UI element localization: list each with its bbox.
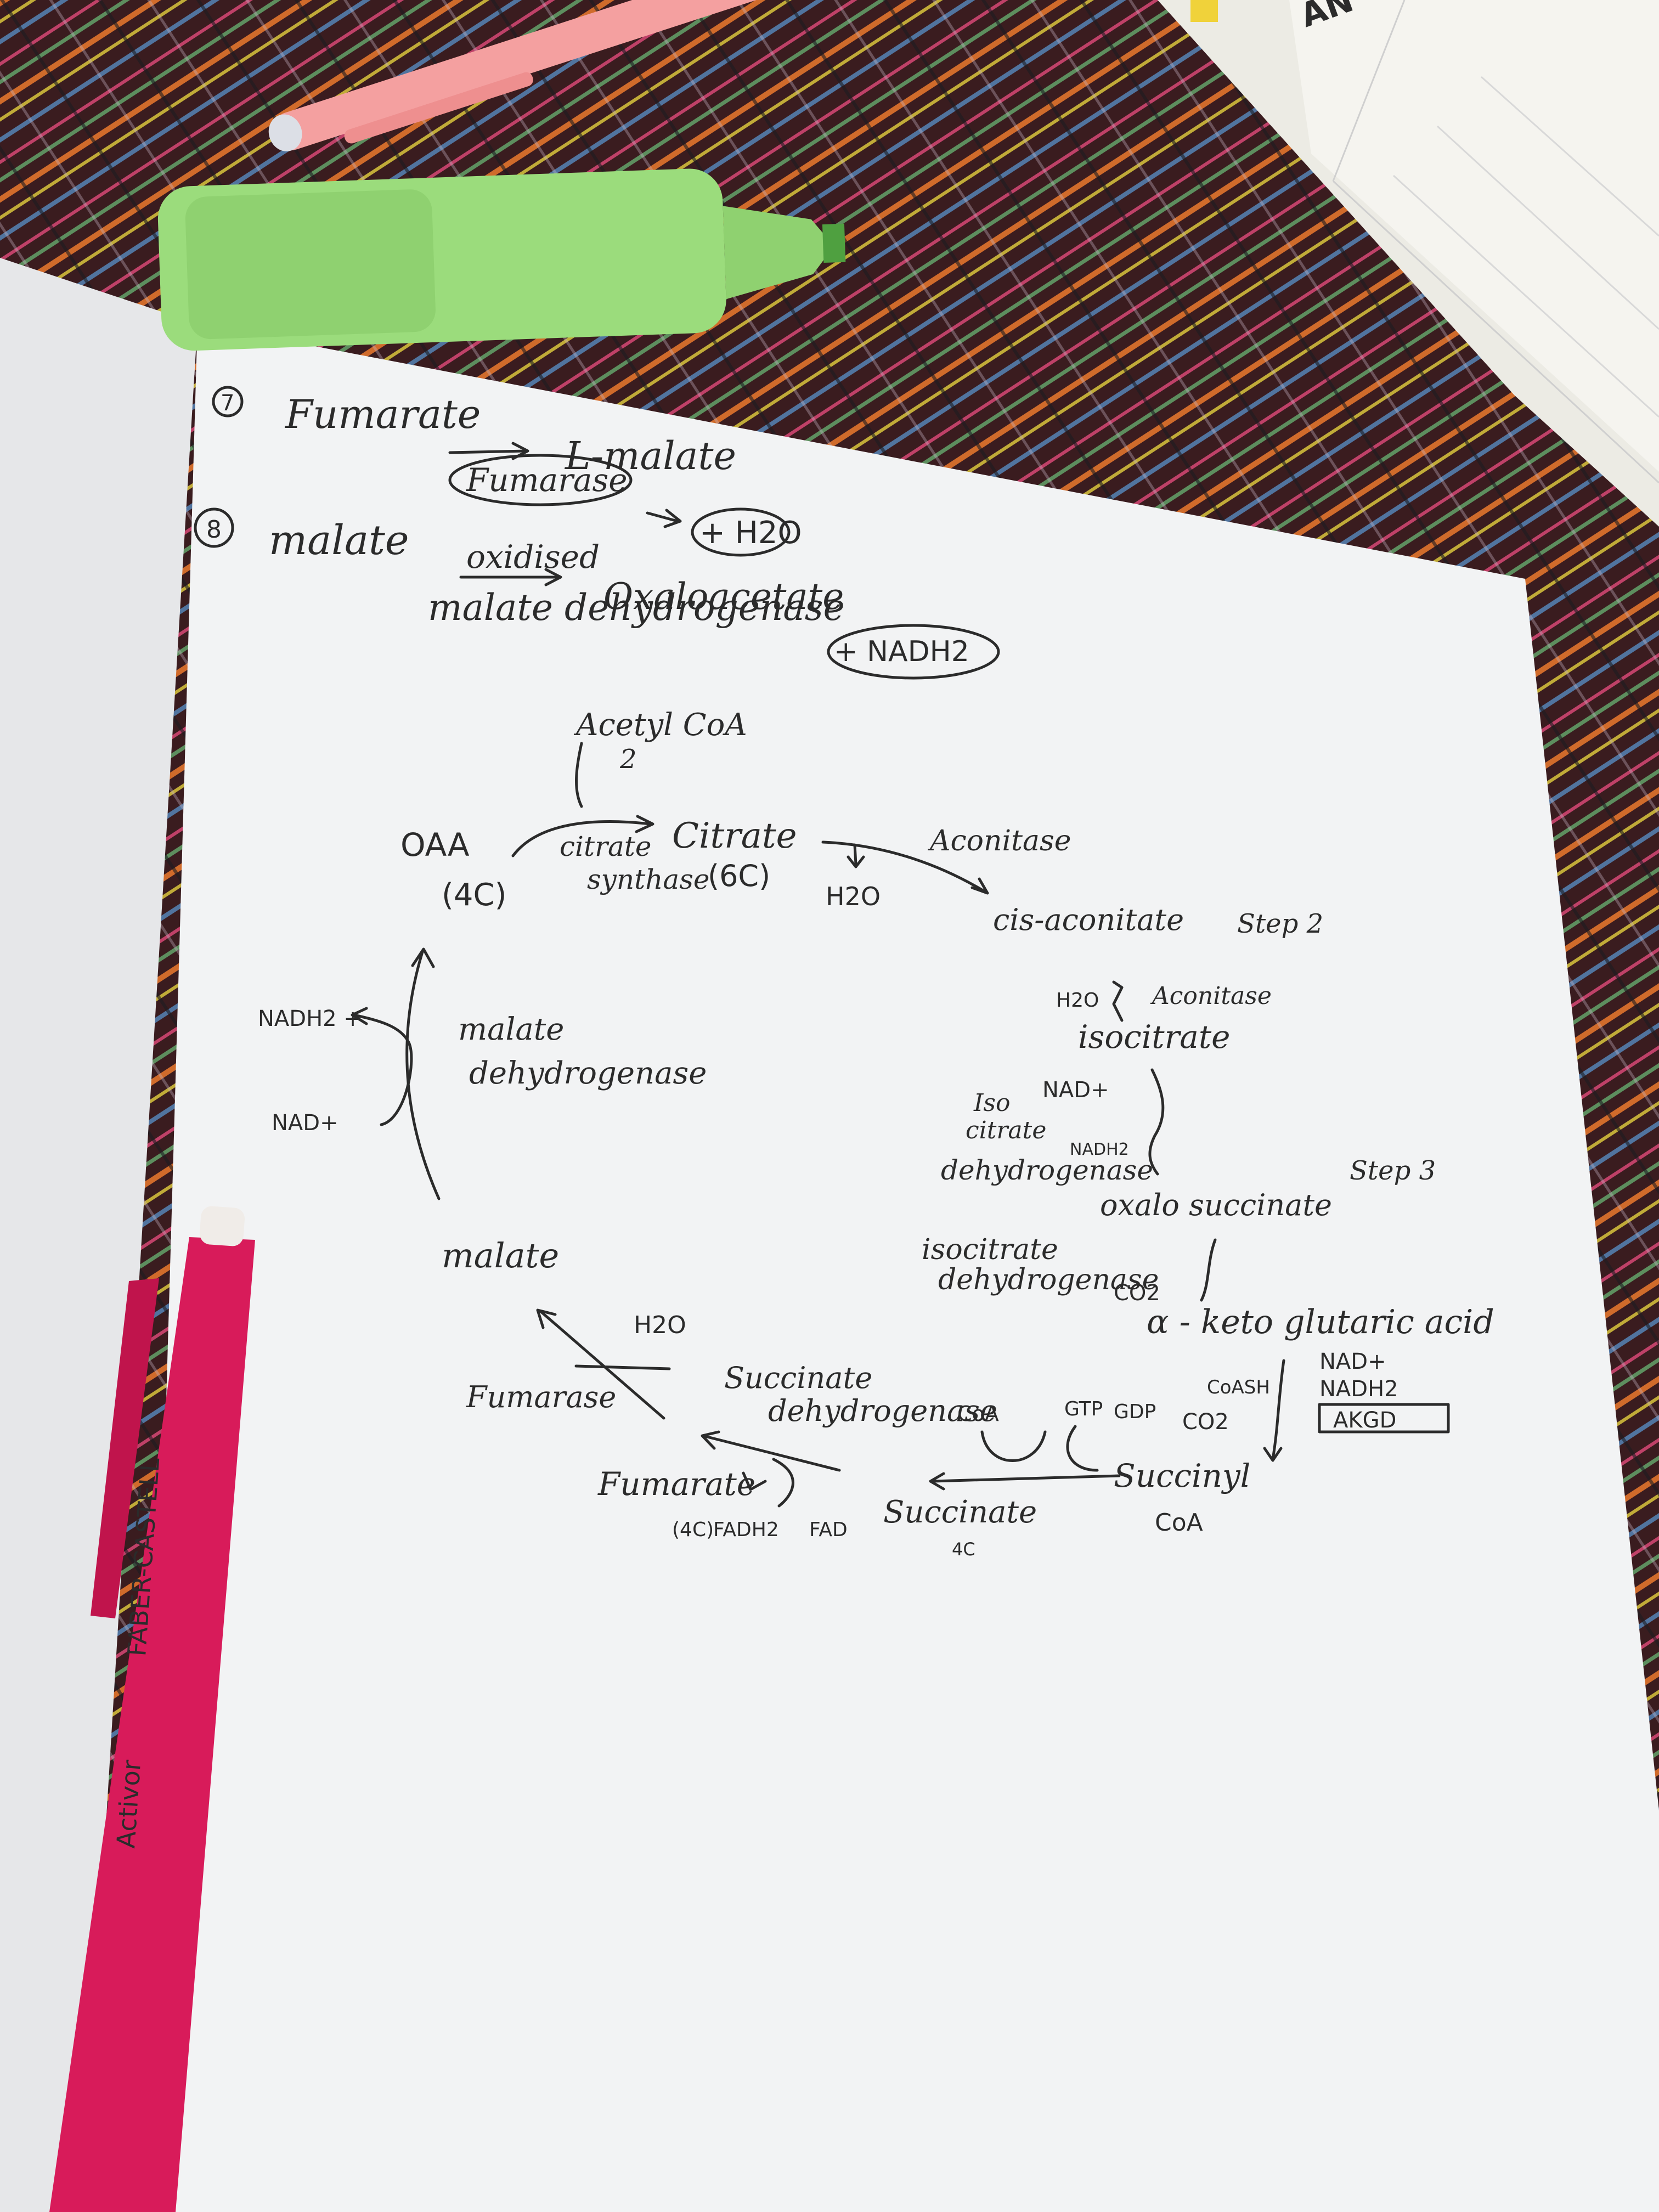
step-8-substrate: malate (269, 517, 409, 564)
step-8-product: Oxaloacetate (603, 575, 844, 618)
succinate-label: Succinate (883, 1494, 1037, 1530)
step-7-product: L-malate (564, 433, 736, 478)
nadh2-3: NADH2 + (258, 1006, 362, 1031)
red-pen: FABER-CASTELL Activor (49, 1206, 255, 2212)
coash-label: CoASH (1207, 1376, 1270, 1398)
fumarate-carbons: (4C) (672, 1519, 714, 1541)
aconitase-2: Aconitase (1150, 982, 1272, 1010)
pen-model: Activor (111, 1759, 146, 1849)
co2-1: CO2 (1114, 1280, 1160, 1306)
succinyl-coa-1: Succinyl (1114, 1457, 1250, 1494)
notepad: AN (1158, 0, 1659, 527)
water-3: H2O (634, 1311, 686, 1339)
akgd-box: AKGD (1333, 1408, 1396, 1433)
gtp-label: GTP (1064, 1398, 1103, 1420)
step-3-label: Step 3 (1350, 1155, 1436, 1186)
fumarate-label: Fumarate (597, 1465, 755, 1503)
handwritten-notes: 7 Fumarate L-malate Fumarase + H2O 8 mal… (194, 386, 1494, 1560)
acetyl-coa-carbons: 2 (619, 744, 637, 775)
coa-release: CoA (957, 1402, 999, 1426)
fad-label: FAD (809, 1519, 848, 1541)
aconitase-1: Aconitase (928, 825, 1071, 857)
step-8-addition: + NADH2 (834, 635, 969, 668)
nad-plus-3: NAD+ (272, 1110, 338, 1136)
step-7-number: 7 (221, 391, 234, 416)
citrate-label: Citrate (672, 816, 797, 856)
icdh-2-line1: isocitrate (922, 1233, 1058, 1266)
oaa-label: OAA (400, 826, 470, 864)
notebook-paper (143, 324, 1659, 2212)
gdp-label: GDP (1114, 1401, 1156, 1423)
icdh-enzyme-2: citrate (966, 1116, 1046, 1144)
nadh2-2: NADH2 (1319, 1376, 1398, 1402)
fadh2-label: FADH2 (713, 1519, 779, 1541)
step-8-enzyme: malate dehydrogenase (428, 586, 845, 629)
water-1: H2O (826, 882, 881, 911)
step-7-enzyme: Fumarase (466, 461, 628, 499)
step-2-label: Step 2 (1237, 909, 1323, 939)
nadh2-1: NADH2 (1070, 1140, 1129, 1159)
oxalosuccinate-label: oxalo succinate (1100, 1188, 1332, 1222)
alpha-kg-label: α - keto glutaric acid (1147, 1303, 1494, 1341)
step-7-substrate: Fumarate (284, 391, 481, 437)
pink-pen (268, 0, 788, 151)
fumarase-label: Fumarase (466, 1380, 616, 1414)
malate-dh-2: dehydrogenase (469, 1056, 707, 1091)
citrate-synthase-2: synthase (587, 864, 709, 895)
isocitrate-label: isocitrate (1078, 1018, 1231, 1056)
malate-dh-1: malate (458, 1012, 564, 1047)
step-8-process: oxidised (466, 538, 600, 575)
icdh-enzyme-1: Iso (973, 1089, 1010, 1117)
succinate-carbons: 4C (952, 1539, 975, 1560)
citrate-carbons: (6C) (708, 859, 770, 893)
nad-plus-1: NAD+ (1042, 1077, 1109, 1103)
citrate-synthase-1: citrate (560, 831, 651, 862)
malate-label: malate (442, 1235, 559, 1276)
icdh-2-line2: dehydrogenase (938, 1263, 1159, 1296)
oaa-carbons: (4C) (442, 877, 506, 913)
nad-plus-2: NAD+ (1319, 1349, 1386, 1374)
icdh-enzyme-3: dehydrogenase (941, 1154, 1153, 1186)
acetyl-coa-label: Acetyl CoA (573, 707, 747, 743)
green-highlighter (157, 168, 846, 351)
co2-2: CO2 (1182, 1409, 1229, 1435)
cis-aconitate: cis-aconitate (993, 902, 1184, 937)
notebook-left-page (0, 258, 198, 2212)
succinate-dh-1: Succinate (724, 1361, 872, 1395)
succinyl-coa-2: CoA (1155, 1509, 1203, 1537)
water-2: H2O (1056, 989, 1099, 1012)
succinate-dh-2: dehydrogenase (768, 1393, 997, 1428)
step-8-number: 8 (206, 516, 222, 544)
step-7-addition: + H2O (699, 515, 802, 551)
